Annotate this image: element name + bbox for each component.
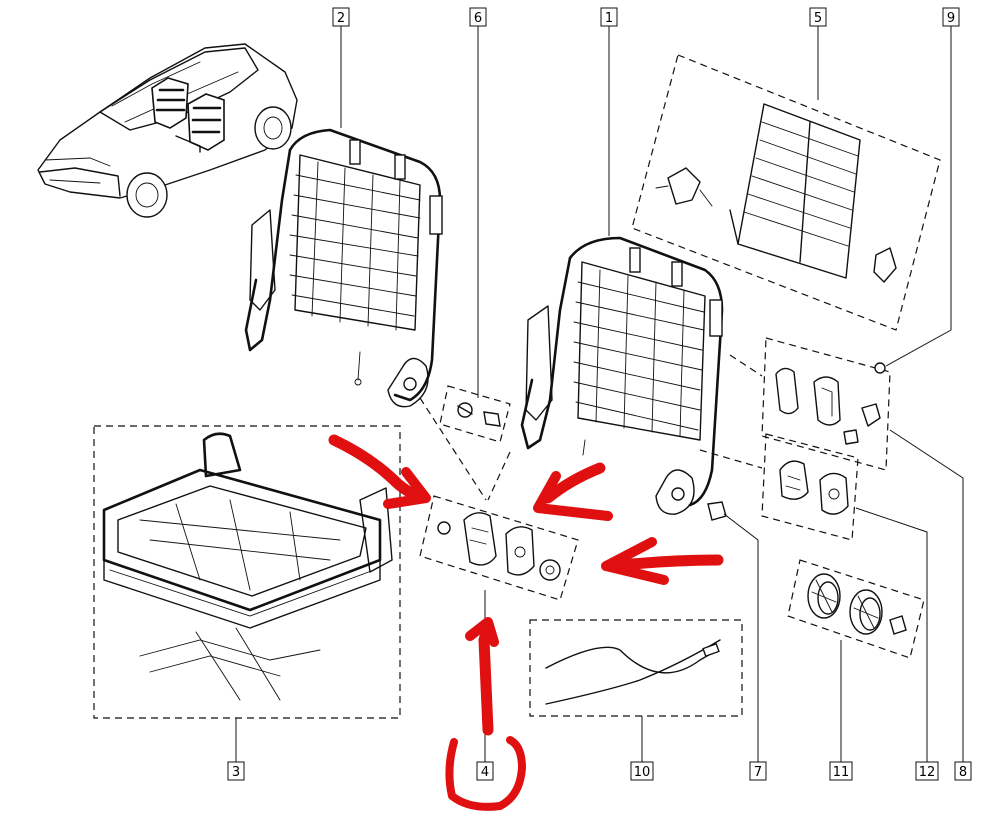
seat-cushion-group-3 (93, 425, 401, 719)
bolt-group-6 (439, 385, 511, 443)
callout-label-7: 7 (754, 765, 762, 780)
callout-label-8: 8 (959, 765, 967, 780)
leader-lines (235, 26, 964, 762)
assembly-lines (419, 354, 763, 501)
callout-8: 8 (954, 761, 972, 781)
red-arrow-up-to-group-4 (465, 617, 499, 736)
lever-group-4 (419, 495, 579, 601)
callout-11: 11 (829, 761, 853, 781)
callout-4: 4 (476, 761, 494, 781)
trim-group-8 (761, 337, 891, 471)
cable-group-10 (529, 619, 743, 717)
seat-back-frame-1 (520, 236, 724, 515)
callout-5: 5 (809, 7, 827, 27)
spring-mat-group-5 (631, 54, 941, 331)
red-arrow-upper-left (328, 434, 431, 509)
callout-10: 10 (630, 761, 654, 781)
callout-2: 2 (332, 7, 350, 27)
callout-label-6: 6 (474, 11, 482, 26)
callout-label-3: 3 (232, 765, 240, 780)
callout-label-11: 11 (833, 765, 850, 780)
callout-7: 7 (749, 761, 767, 781)
callout-label-1: 1 (605, 11, 613, 26)
car-illustration (37, 43, 298, 218)
callout-9: 9 (942, 7, 960, 27)
bolt-7 (707, 501, 727, 521)
gear-group-11 (787, 559, 925, 659)
red-arrow-center (533, 462, 613, 521)
red-circle-around-callout-4 (445, 736, 526, 811)
car-seat-highlight (151, 77, 225, 153)
red-arrow-lower-right (601, 537, 724, 585)
callout-3: 3 (227, 761, 245, 781)
seat-back-frame-2 (244, 128, 443, 408)
callout-label-12: 12 (919, 765, 936, 780)
knob-group-12 (761, 433, 859, 541)
callout-6: 6 (469, 7, 487, 27)
callout-1: 1 (600, 7, 618, 27)
callout-label-9: 9 (947, 11, 955, 26)
callout-label-10: 10 (634, 765, 651, 780)
callout-12: 12 (915, 761, 939, 781)
callout-label-5: 5 (814, 11, 822, 26)
red-annotations (328, 434, 724, 811)
callout-label-4: 4 (481, 765, 489, 780)
callout-label-2: 2 (337, 11, 345, 26)
